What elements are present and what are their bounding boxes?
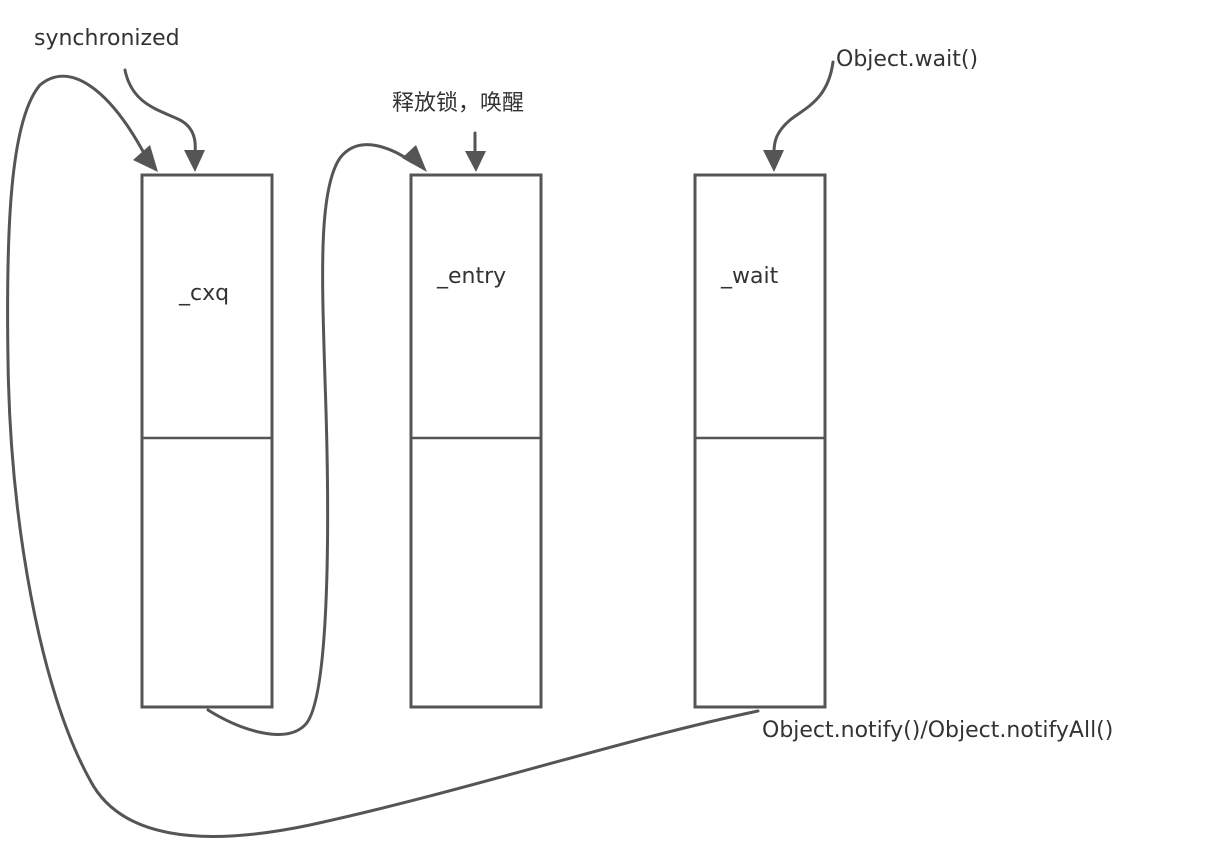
entry-queue: _entry	[409, 173, 543, 709]
synchronized-arrow-head	[184, 150, 205, 172]
notify-to-cxq-arrow-line	[6, 74, 760, 838]
cxq-queue-box	[140, 173, 274, 709]
synchronized-arrow-line	[123, 68, 197, 154]
wait-queue-box	[693, 173, 827, 709]
object-wait-label: Object.wait()	[836, 47, 978, 72]
entry-queue-box	[409, 173, 543, 709]
object-wait-arrow-head	[763, 150, 784, 172]
cxq-queue: _cxq	[140, 173, 274, 709]
cxq-queue-label: _cxq	[178, 281, 229, 306]
notify-to-cxq-arrow-head	[133, 145, 158, 172]
release-lock-wake-label: 释放锁，唤醒	[392, 91, 524, 116]
release-lock-arrow-head	[465, 151, 486, 172]
object-wait-arrow-line	[772, 60, 835, 154]
cxq-to-entry-arrow-line	[206, 143, 414, 736]
synchronized-label: synchronized	[34, 26, 180, 51]
object-notify-label: Object.notify()/Object.notifyAll()	[762, 718, 1113, 743]
entry-queue-label: _entry	[436, 264, 506, 289]
wait-queue-label: _wait	[720, 264, 779, 289]
cxq-to-entry-arrow-head	[402, 145, 427, 172]
wait-queue: _wait	[693, 173, 827, 709]
